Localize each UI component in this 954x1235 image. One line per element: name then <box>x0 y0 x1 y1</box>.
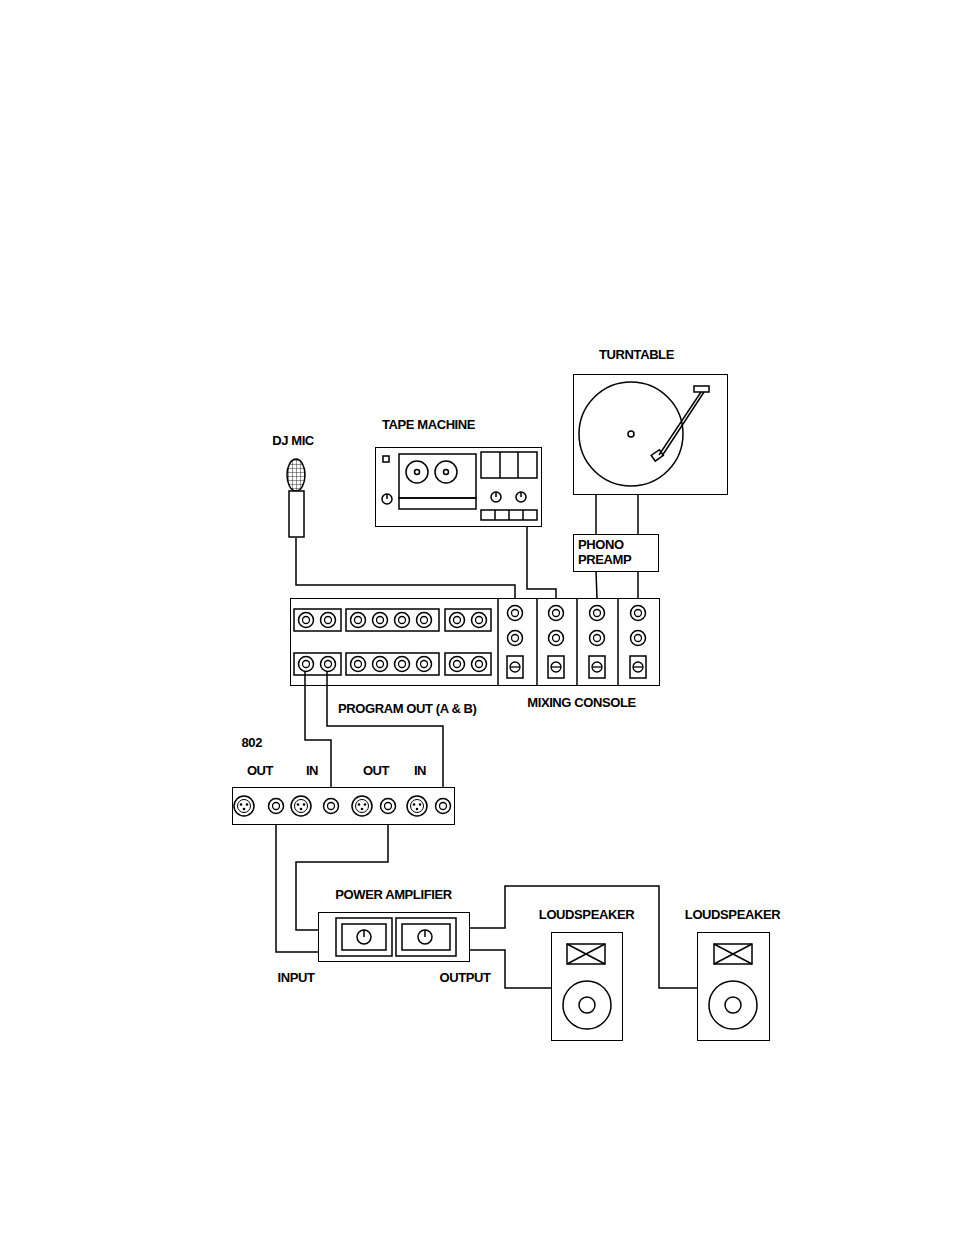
signal-cable <box>527 527 556 598</box>
device-label: DJ MIC <box>272 433 314 448</box>
port-label: IN <box>306 763 318 778</box>
signal-cable <box>296 538 515 598</box>
mixing-console: MIXING CONSOLE <box>290 598 660 686</box>
amplifier-controls <box>336 918 456 956</box>
signal-cable <box>470 886 697 988</box>
signal-cable <box>596 572 597 598</box>
signal-cable <box>637 495 639 534</box>
signal-cable <box>276 825 318 952</box>
port-label: IN <box>414 763 426 778</box>
power-amplifier: POWER AMPLIFIER <box>318 912 470 962</box>
device-label: LOUDSPEAKER <box>685 907 780 922</box>
device-label: LOUDSPEAKER <box>539 907 634 922</box>
signal-cable <box>595 495 597 534</box>
signal-cable <box>637 572 639 598</box>
microphone <box>287 459 305 537</box>
tape-machine: TAPE MACHINE <box>375 447 542 527</box>
turntable-platter <box>579 382 709 486</box>
port-label: OUT <box>247 763 273 778</box>
phono-preamp: PHONO PREAMP <box>573 534 659 572</box>
port-label: OUT <box>363 763 389 778</box>
device-label: POWER AMPLIFIER <box>335 887 451 902</box>
port-label: OUTPUT <box>439 970 490 985</box>
802-connectors <box>234 796 451 816</box>
microphone: DJ MIC <box>284 458 308 538</box>
port-label: INPUT <box>277 970 314 985</box>
turntable: TURNTABLE <box>573 374 728 495</box>
device-label: MIXING CONSOLE <box>527 695 636 710</box>
box-label: PHONO PREAMP <box>574 535 644 569</box>
device-label: 802 <box>242 735 263 750</box>
distribution-amp: 802 <box>232 787 455 825</box>
device-label: TURNTABLE <box>599 347 674 362</box>
console-panel <box>294 598 618 686</box>
device-label: TAPE MACHINE <box>382 417 475 432</box>
loudspeaker: LOUDSPEAKER <box>551 932 623 1041</box>
loudspeaker: LOUDSPEAKER <box>697 932 770 1041</box>
cable-label: PROGRAM OUT (A & B) <box>336 701 479 716</box>
speaker-drivers <box>563 944 757 1029</box>
console-jacks <box>299 606 647 679</box>
signal-cable <box>296 825 388 930</box>
tape-machine-face <box>382 452 537 520</box>
